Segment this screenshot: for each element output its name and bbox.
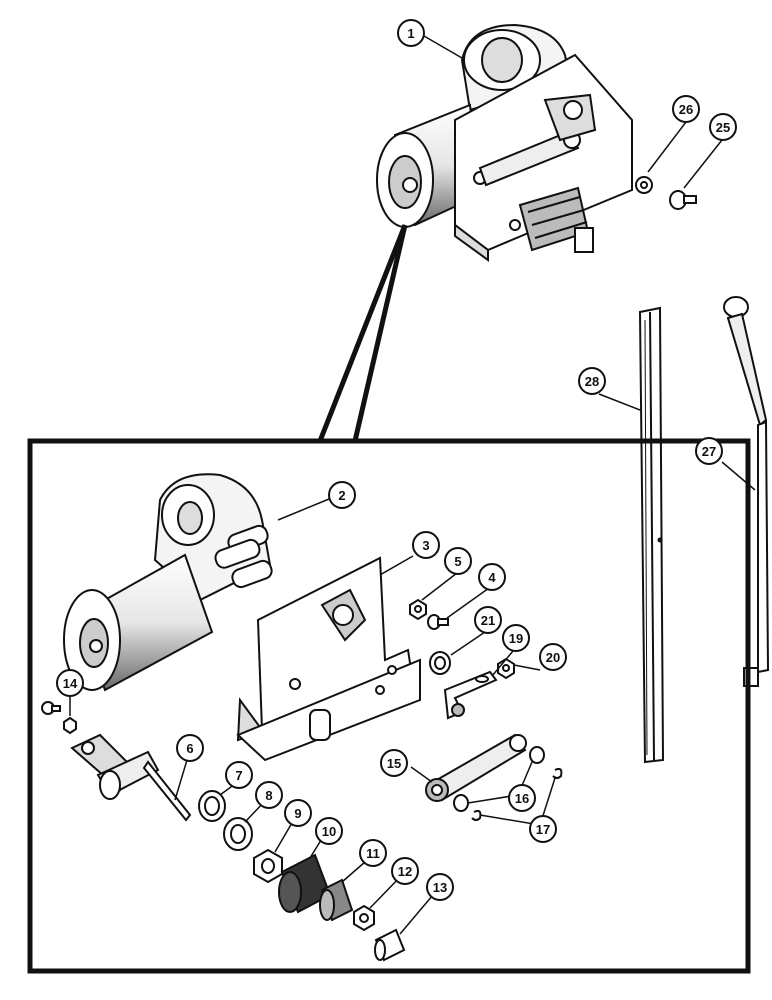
- exploded-view-frame: [27, 224, 751, 974]
- leader-4: [446, 587, 490, 619]
- leader-27: [721, 461, 756, 491]
- svg-text:26: 26: [679, 102, 693, 117]
- svg-text:2: 2: [338, 488, 345, 503]
- callout-27: 27: [695, 437, 723, 465]
- callout-13: 13: [426, 873, 454, 901]
- svg-text:14: 14: [63, 676, 78, 691]
- callout-19: 19: [502, 624, 530, 652]
- svg-text:1: 1: [407, 26, 414, 41]
- svg-text:21: 21: [481, 613, 495, 628]
- washer-8: [223, 817, 253, 851]
- leader-17b: [479, 814, 541, 826]
- shaft-housing-6: [70, 733, 192, 822]
- svg-text:16: 16: [515, 791, 529, 806]
- callout-12: 12: [391, 857, 419, 885]
- screw-25: [669, 190, 697, 210]
- spline-adapter-11: [319, 878, 354, 922]
- leader-6: [174, 759, 188, 801]
- wiper-blade-28: [638, 306, 665, 764]
- leader-5: [421, 572, 458, 601]
- leader-21: [450, 631, 486, 656]
- svg-text:12: 12: [398, 864, 412, 879]
- nut-12: [353, 904, 375, 932]
- washer-7: [198, 790, 226, 822]
- callout-16: 16: [508, 784, 536, 812]
- nut-9: [253, 848, 283, 884]
- callout-3: 3: [412, 531, 440, 559]
- svg-text:3: 3: [422, 538, 429, 553]
- washer-21: [429, 651, 451, 675]
- callout-25: 25: [709, 113, 737, 141]
- svg-text:15: 15: [387, 756, 401, 771]
- leader-2: [277, 498, 330, 521]
- bracket-19: [443, 670, 498, 720]
- svg-text:10: 10: [322, 824, 336, 839]
- leader-28: [598, 393, 641, 411]
- svg-text:8: 8: [265, 788, 272, 803]
- callout-14: 14: [56, 669, 84, 697]
- leader-1: [423, 35, 463, 59]
- wiper-motor-2: [63, 473, 273, 692]
- callout-11: 11: [359, 839, 387, 867]
- callout-20: 20: [539, 643, 567, 671]
- svg-text:13: 13: [433, 880, 447, 895]
- svg-text:9: 9: [294, 806, 301, 821]
- callout-28: 28: [578, 367, 606, 395]
- wiper-arm-27: [723, 296, 770, 687]
- svg-text:27: 27: [702, 444, 716, 459]
- callout-21: 21: [474, 606, 502, 634]
- svg-text:4: 4: [488, 570, 496, 585]
- cap-13: [374, 928, 406, 962]
- callout-26: 26: [672, 95, 700, 123]
- svg-text:6: 6: [186, 741, 193, 756]
- callout-17: 17: [529, 815, 557, 843]
- callout-15: 15: [380, 749, 408, 777]
- svg-text:7: 7: [235, 768, 242, 783]
- leader-20: [513, 664, 541, 671]
- leader-25: [683, 139, 723, 189]
- lock-washer-26: [635, 176, 653, 194]
- leader-15: [410, 766, 433, 783]
- retaining-clip-17: [471, 767, 563, 821]
- linkage-arm-15: [425, 733, 527, 802]
- svg-text:11: 11: [366, 846, 380, 861]
- screw-4: [427, 614, 449, 630]
- nut-20: [497, 657, 515, 680]
- svg-text:20: 20: [546, 650, 560, 665]
- callout-5: 5: [444, 547, 472, 575]
- svg-text:25: 25: [716, 120, 730, 135]
- wiper-motor-assembly-top: [376, 23, 633, 262]
- mounting-bracket-3: [236, 556, 421, 762]
- callout-10: 10: [315, 817, 343, 845]
- callout-2: 2: [328, 481, 356, 509]
- callout-7: 7: [225, 761, 253, 789]
- leader-26: [647, 121, 687, 173]
- leader-19: [491, 650, 514, 677]
- svg-text:17: 17: [536, 822, 550, 837]
- svg-text:19: 19: [509, 631, 523, 646]
- callout-1: 1: [397, 19, 425, 47]
- callout-4: 4: [478, 563, 506, 591]
- callout-6: 6: [176, 734, 204, 762]
- leader-3: [379, 555, 414, 576]
- hex-nut-5: [409, 598, 427, 621]
- callout-9: 9: [284, 799, 312, 827]
- screw-and-nut-14: [41, 701, 77, 735]
- svg-text:5: 5: [454, 554, 461, 569]
- callout-8: 8: [255, 781, 283, 809]
- svg-text:28: 28: [585, 374, 599, 389]
- knob-bushing-10: [278, 853, 332, 914]
